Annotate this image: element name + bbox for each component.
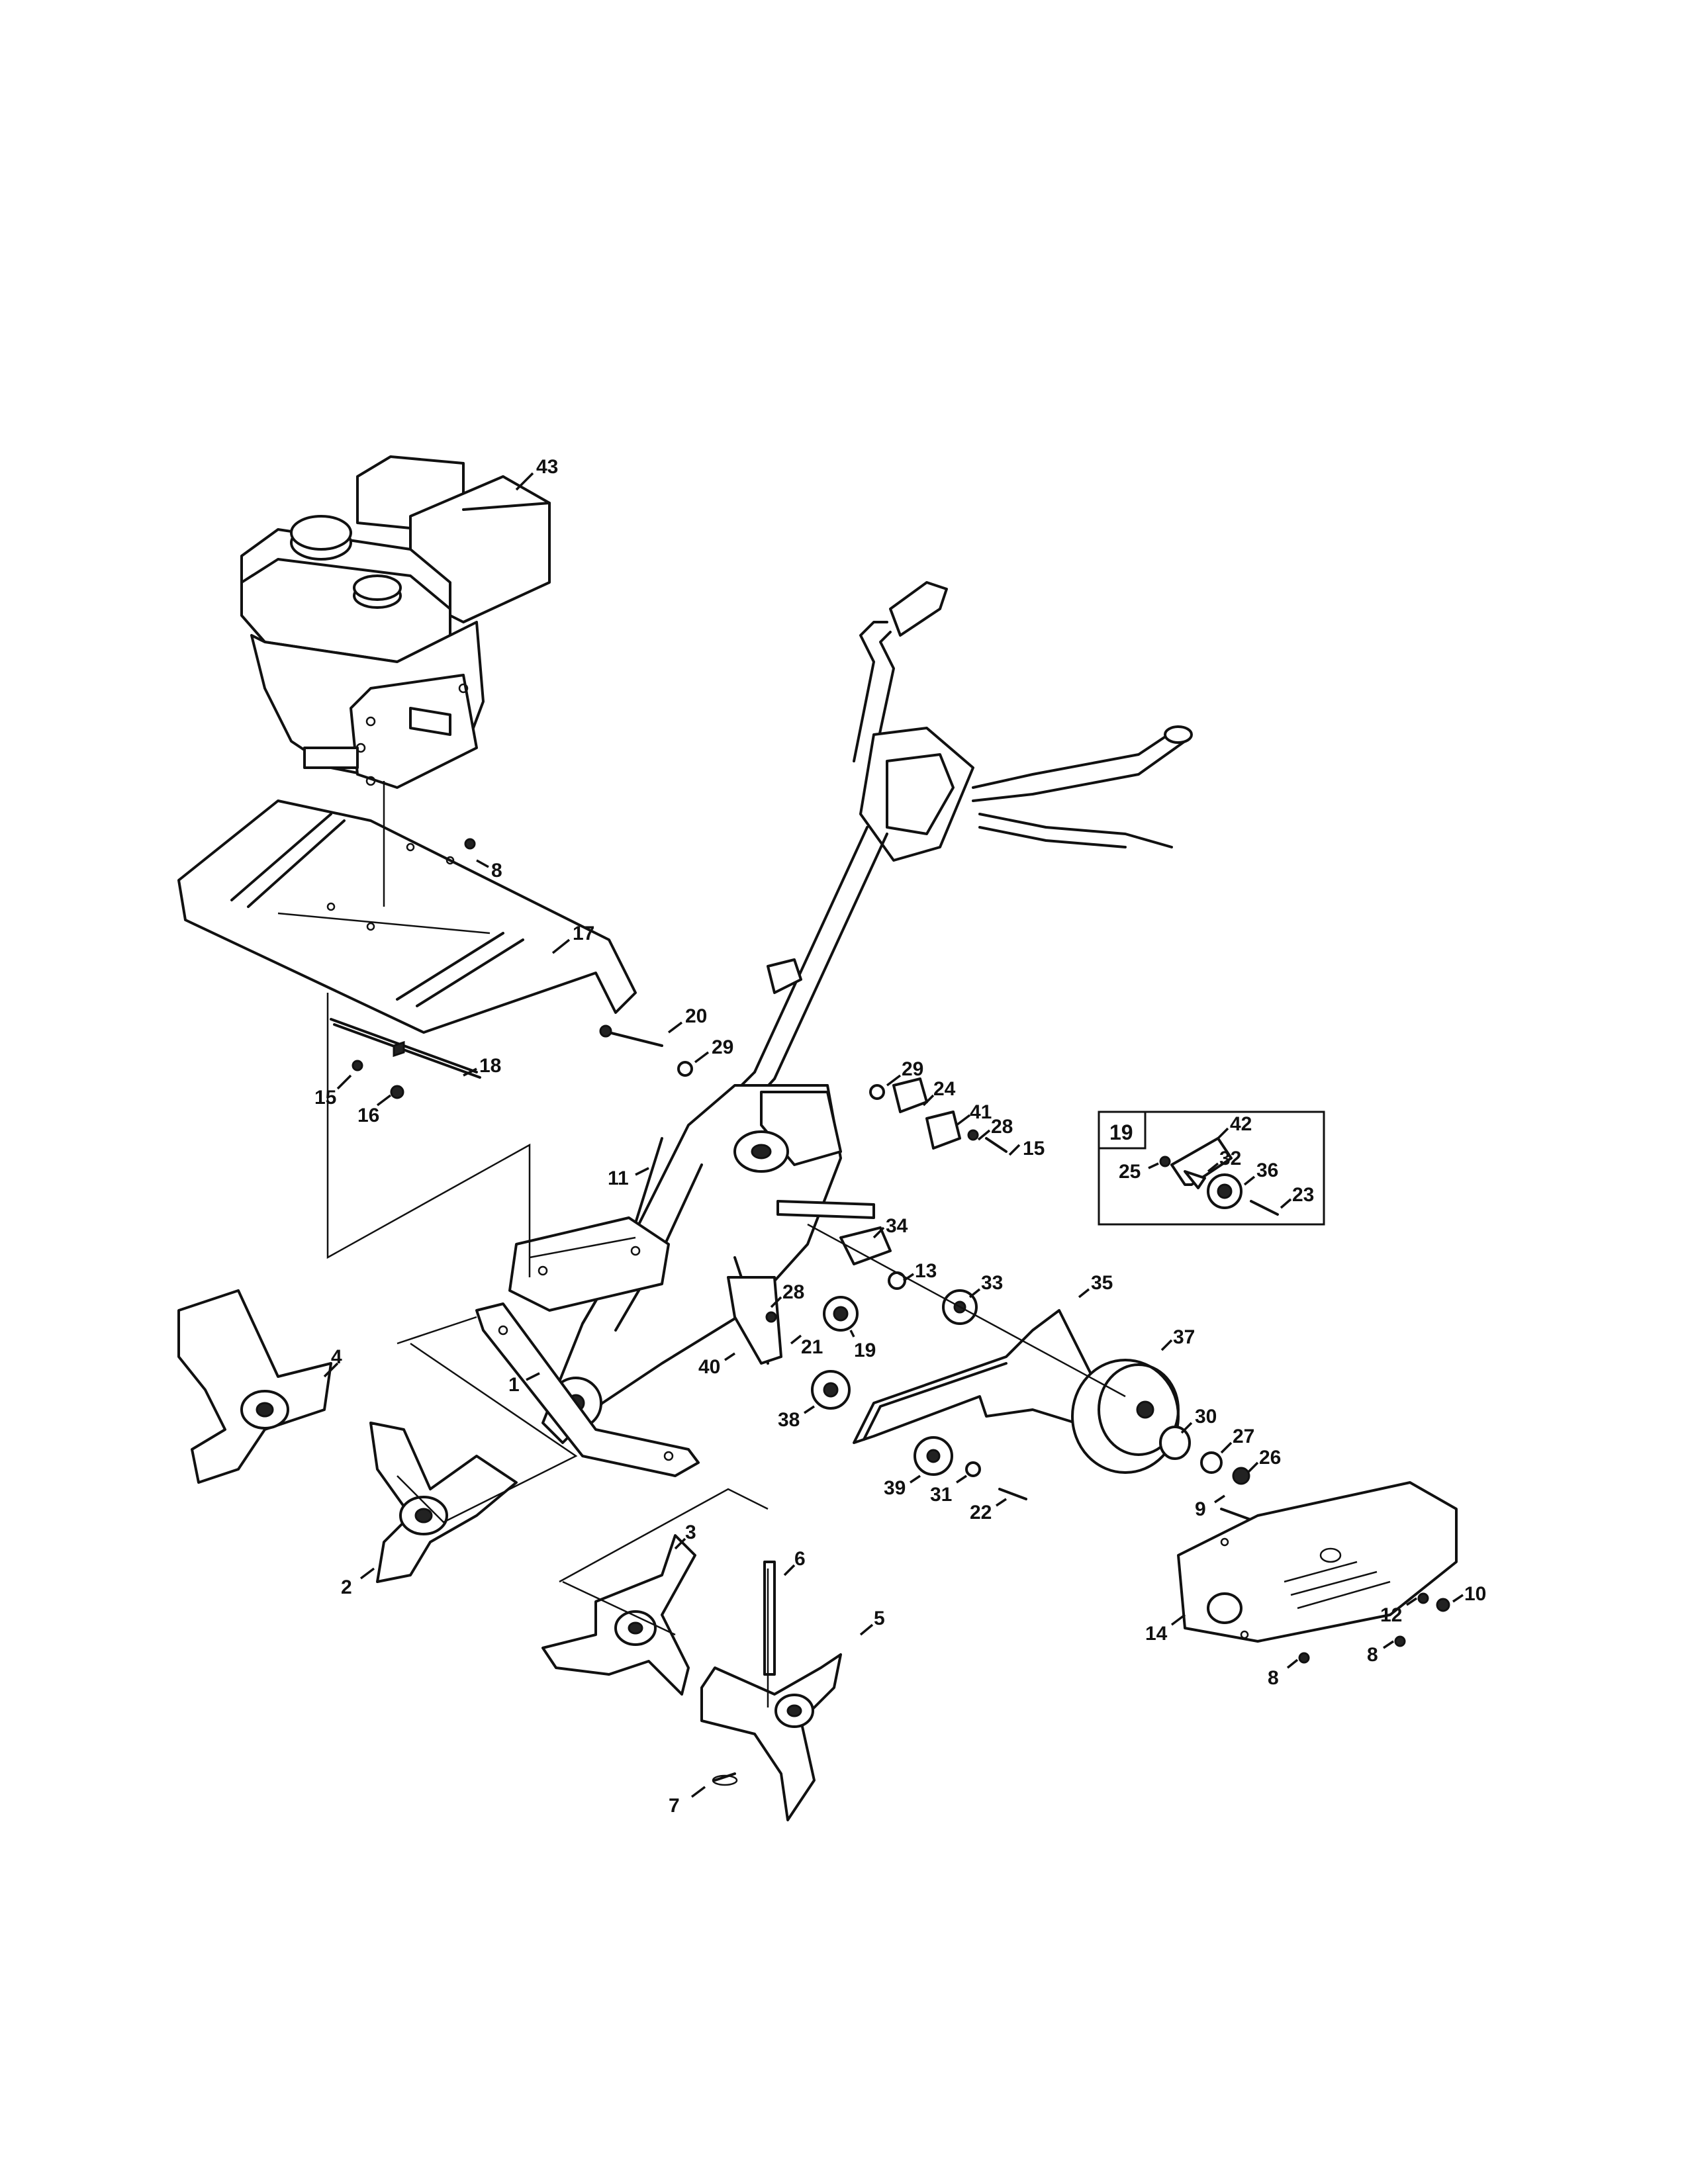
inset-label: 19 <box>1109 1120 1133 1144</box>
callout-8-shield: 8 <box>491 860 502 882</box>
callout-12: 12 <box>1380 1604 1402 1626</box>
tine-assembly-4 <box>177 1289 332 1484</box>
belt-cover <box>1177 1481 1458 1664</box>
callout-8-cover-left: 8 <box>1268 1667 1279 1689</box>
callout-7: 7 <box>669 1795 680 1817</box>
callout-24: 24 <box>933 1078 956 1100</box>
engine-assembly <box>240 455 551 789</box>
callout-41: 41 <box>970 1101 992 1123</box>
flap <box>330 1018 481 1079</box>
callout-30: 30 <box>1195 1406 1217 1428</box>
callout-3: 3 <box>685 1522 696 1543</box>
callout-13: 13 <box>915 1260 937 1282</box>
callout-27: 27 <box>1233 1426 1254 1447</box>
assembly-guide-lines <box>326 781 1126 1707</box>
callout-39: 39 <box>884 1477 906 1499</box>
callouts: 43 8 17 20 29 18 15 16 29 24 41 28 15 11… <box>314 456 1486 1817</box>
handle-assembly <box>674 581 1193 1160</box>
callout-22: 22 <box>970 1502 992 1524</box>
callout-19: 19 <box>854 1340 876 1361</box>
callout-29-right: 29 <box>902 1058 923 1080</box>
tine-assembly-3 <box>541 1534 696 1696</box>
callout-32: 32 <box>1219 1148 1241 1169</box>
callout-40: 40 <box>698 1356 720 1378</box>
callout-28-upper: 28 <box>991 1116 1013 1138</box>
callout-1: 1 <box>508 1374 520 1396</box>
callout-4: 4 <box>331 1346 342 1368</box>
shield-hardware <box>352 838 693 1099</box>
callout-37: 37 <box>1173 1326 1195 1348</box>
callout-8-cover-right: 8 <box>1367 1644 1378 1666</box>
tine-assembly-5 <box>700 1653 842 1821</box>
callout-9: 9 <box>1195 1498 1206 1520</box>
callout-33: 33 <box>981 1272 1003 1294</box>
callout-5: 5 <box>874 1608 885 1629</box>
callout-42: 42 <box>1230 1113 1252 1135</box>
callout-26: 26 <box>1259 1447 1281 1469</box>
callout-28-lower: 28 <box>782 1281 804 1303</box>
callout-31: 31 <box>930 1484 952 1506</box>
tine-assembly-2 <box>369 1422 518 1583</box>
callout-10: 10 <box>1464 1583 1486 1605</box>
callout-38: 38 <box>778 1409 800 1431</box>
callout-35: 35 <box>1091 1272 1113 1294</box>
chain-case-housing <box>508 1084 875 1444</box>
callout-25: 25 <box>1119 1161 1141 1183</box>
callout-6: 6 <box>794 1548 806 1570</box>
tine-shaft <box>475 1302 700 1477</box>
drive-hardware <box>727 1077 1027 1500</box>
callout-21: 21 <box>801 1336 823 1358</box>
callout-14: 14 <box>1145 1623 1168 1645</box>
callout-43: 43 <box>536 456 558 478</box>
callout-11: 11 <box>608 1167 629 1189</box>
callout-2: 2 <box>341 1576 352 1598</box>
callout-36: 36 <box>1256 1160 1278 1181</box>
callout-18: 18 <box>479 1055 501 1077</box>
callout-17: 17 <box>573 923 594 944</box>
callout-16: 16 <box>357 1105 379 1126</box>
callout-15-left: 15 <box>314 1087 336 1109</box>
tine-shield <box>177 799 637 1034</box>
callout-34: 34 <box>886 1215 908 1237</box>
callout-29-left: 29 <box>712 1036 733 1058</box>
callout-15-right: 15 <box>1023 1138 1045 1160</box>
callout-20: 20 <box>685 1005 707 1027</box>
callout-23: 23 <box>1292 1184 1314 1206</box>
inset-box-idler-assembly: 19 <box>1098 1111 1325 1226</box>
